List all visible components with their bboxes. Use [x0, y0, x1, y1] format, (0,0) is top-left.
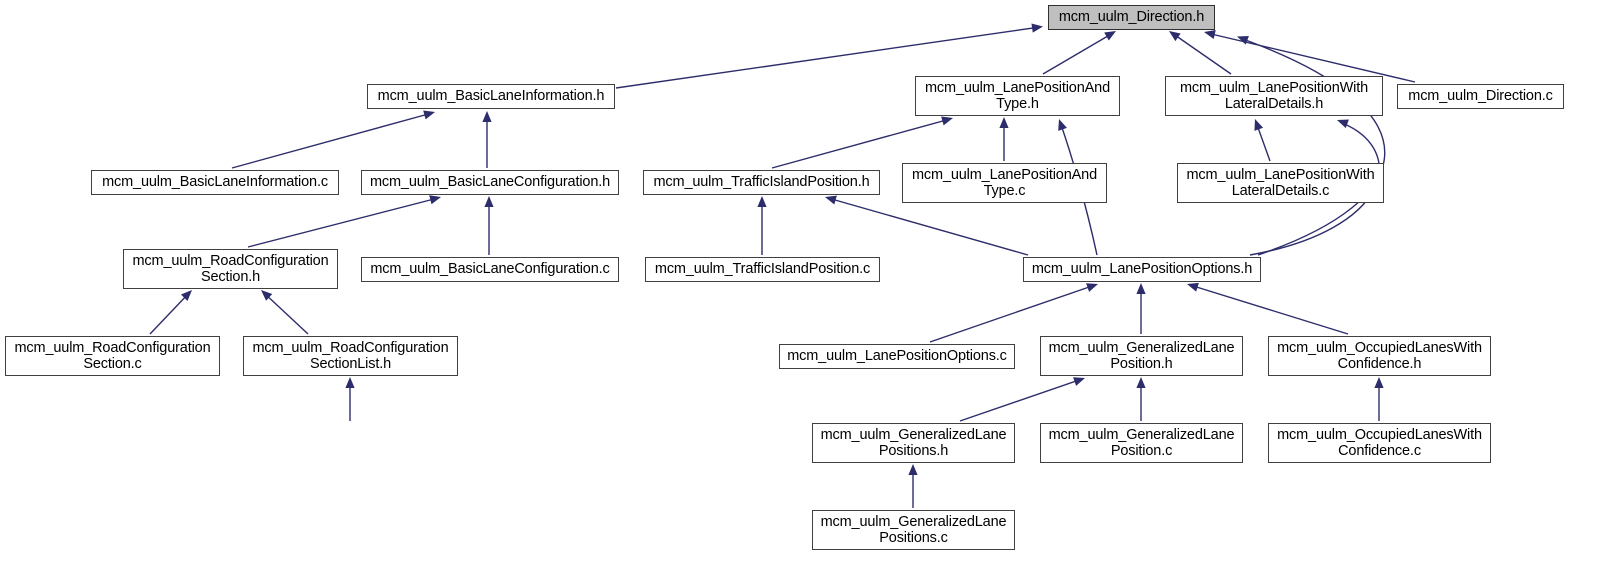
arrowhead-basiclaneconf_c-to-basiclaneconf_h	[484, 196, 494, 207]
node-direction_c[interactable]: mcm_uulm_Direction.c	[1397, 84, 1564, 109]
edge-laneposopts_c-to-laneposopts_h	[929, 284, 1096, 343]
node-genlaneposs_c[interactable]: mcm_uulm_GeneralizedLane Positions.c	[812, 510, 1015, 550]
arrowhead-laneposopts_h-to-direction_h	[1237, 35, 1249, 45]
arrowhead-genlaneposs_c-to-genlaneposs_h	[908, 464, 918, 475]
node-label-roadconfsec_c: mcm_uulm_RoadConfiguration Section.c	[14, 339, 211, 372]
node-label-direction_c: mcm_uulm_Direction.c	[1408, 88, 1553, 105]
edge-roadconfsec_h-to-basiclaneconf_h	[247, 197, 439, 248]
node-laneposlat_h[interactable]: mcm_uulm_LanePositionWith LateralDetails…	[1165, 76, 1383, 116]
node-label-lanepostype_h: mcm_uulm_LanePositionAnd Type.h	[924, 79, 1110, 112]
node-roadconfseclist_h[interactable]: mcm_uulm_RoadConfiguration SectionList.h	[243, 336, 458, 376]
node-label-genlaneposs_h: mcm_uulm_GeneralizedLane Positions.h	[820, 426, 1007, 459]
arrowhead-genlanepos_c-to-genlanepos_h	[1136, 377, 1146, 388]
node-label-trafficisland_c: mcm_uulm_TrafficIslandPosition.c	[654, 261, 871, 278]
node-genlanepos_h[interactable]: mcm_uulm_GeneralizedLane Position.h	[1040, 336, 1243, 376]
arrowhead-laneposopts_h-to-laneposlat_h	[1337, 119, 1349, 129]
arrowhead-laneposopts_h-to-lanepostype_h	[1058, 119, 1067, 131]
node-laneposopts_c[interactable]: mcm_uulm_LanePositionOptions.c	[779, 344, 1015, 369]
edge-genlaneposs_h-to-genlanepos_h	[959, 378, 1083, 422]
node-label-laneposlat_c: mcm_uulm_LanePositionWith LateralDetails…	[1186, 166, 1375, 199]
arrowhead-basiclaneinfo_h-to-direction_h	[1031, 23, 1043, 33]
node-label-basiclaneconf_h: mcm_uulm_BasicLaneConfiguration.h	[369, 174, 611, 191]
node-genlanepos_c[interactable]: mcm_uulm_GeneralizedLane Position.c	[1040, 423, 1243, 463]
arrowhead-roadconfseclist_c-to-roadconfseclist_h	[345, 377, 355, 388]
node-roadconfsec_c[interactable]: mcm_uulm_RoadConfiguration Section.c	[5, 336, 220, 376]
node-roadconfsec_h[interactable]: mcm_uulm_RoadConfiguration Section.h	[123, 249, 338, 289]
arrowhead-basiclaneconf_h-to-basiclaneinfo_h	[482, 111, 492, 122]
edge-roadconfseclist_h-to-roadconfsec_h	[262, 291, 309, 335]
node-label-occupiedlanes_h: mcm_uulm_OccupiedLanesWith Confidence.h	[1277, 339, 1482, 372]
node-label-genlanepos_h: mcm_uulm_GeneralizedLane Position.h	[1048, 339, 1235, 372]
node-basiclaneinfo_c[interactable]: mcm_uulm_BasicLaneInformation.c	[91, 170, 339, 195]
node-label-basiclaneinfo_c: mcm_uulm_BasicLaneInformation.c	[102, 174, 328, 191]
node-label-trafficisland_h: mcm_uulm_TrafficIslandPosition.h	[653, 174, 870, 191]
node-basiclaneconf_h[interactable]: mcm_uulm_BasicLaneConfiguration.h	[361, 170, 619, 195]
node-direction_h[interactable]: mcm_uulm_Direction.h	[1048, 5, 1215, 30]
arrowhead-genlanepos_h-to-laneposopts_h	[1136, 283, 1146, 294]
node-occupiedlanes_c[interactable]: mcm_uulm_OccupiedLanesWith Confidence.c	[1268, 423, 1491, 463]
edge-laneposopts_h-to-direction_h	[1239, 37, 1386, 256]
arrowhead-laneposlat_c-to-laneposlat_h	[1254, 119, 1264, 131]
node-occupiedlanes_h[interactable]: mcm_uulm_OccupiedLanesWith Confidence.h	[1268, 336, 1491, 376]
edge-laneposlat_h-to-direction_h	[1171, 32, 1232, 75]
node-trafficisland_c[interactable]: mcm_uulm_TrafficIslandPosition.c	[645, 257, 880, 282]
node-laneposlat_c[interactable]: mcm_uulm_LanePositionWith LateralDetails…	[1177, 163, 1384, 203]
edge-roadconfsec_c-to-roadconfsec_h	[149, 291, 191, 335]
edge-laneposlat_c-to-laneposlat_h	[1255, 121, 1271, 162]
node-label-genlanepos_c: mcm_uulm_GeneralizedLane Position.c	[1048, 426, 1235, 459]
node-trafficisland_h[interactable]: mcm_uulm_TrafficIslandPosition.h	[643, 170, 880, 195]
arrowhead-basiclaneinfo_c-to-basiclaneinfo_h	[423, 110, 435, 120]
node-label-laneposopts_c: mcm_uulm_LanePositionOptions.c	[787, 348, 1007, 365]
edge-occupiedlanes_h-to-laneposopts_h	[1189, 284, 1349, 335]
node-lanepostype_h[interactable]: mcm_uulm_LanePositionAnd Type.h	[915, 76, 1120, 116]
node-basiclaneinfo_h[interactable]: mcm_uulm_BasicLaneInformation.h	[367, 84, 615, 109]
node-label-basiclaneconf_c: mcm_uulm_BasicLaneConfiguration.c	[370, 261, 610, 278]
node-label-direction_h: mcm_uulm_Direction.h	[1058, 9, 1205, 26]
node-basiclaneconf_c[interactable]: mcm_uulm_BasicLaneConfiguration.c	[361, 257, 619, 282]
node-genlaneposs_h[interactable]: mcm_uulm_GeneralizedLane Positions.h	[812, 423, 1015, 463]
node-label-lanepostype_c: mcm_uulm_LanePositionAnd Type.c	[911, 166, 1097, 199]
arrowhead-lanepostype_c-to-lanepostype_h	[999, 117, 1009, 128]
node-laneposopts_h[interactable]: mcm_uulm_LanePositionOptions.h	[1023, 257, 1261, 282]
edge-lanepostype_h-to-direction_h	[1042, 32, 1114, 75]
node-label-roadconfseclist_h: mcm_uulm_RoadConfiguration SectionList.h	[252, 339, 449, 372]
node-label-laneposopts_h: mcm_uulm_LanePositionOptions.h	[1031, 261, 1253, 278]
edge-trafficisland_h-to-lanepostype_h	[771, 118, 951, 169]
node-label-roadconfsec_h: mcm_uulm_RoadConfiguration Section.h	[132, 252, 329, 285]
edge-basiclaneinfo_c-to-basiclaneinfo_h	[231, 112, 433, 169]
arrowhead-occupiedlanes_c-to-occupiedlanes_h	[1374, 377, 1384, 388]
node-label-basiclaneinfo_h: mcm_uulm_BasicLaneInformation.h	[377, 88, 605, 105]
edge-laneposopts_h-to-trafficisland_h	[827, 197, 1029, 256]
node-label-genlaneposs_c: mcm_uulm_GeneralizedLane Positions.c	[820, 513, 1007, 546]
node-label-occupiedlanes_c: mcm_uulm_OccupiedLanesWith Confidence.c	[1277, 426, 1482, 459]
node-lanepostype_c[interactable]: mcm_uulm_LanePositionAnd Type.c	[902, 163, 1107, 203]
node-label-laneposlat_h: mcm_uulm_LanePositionWith LateralDetails…	[1179, 79, 1369, 112]
arrowhead-trafficisland_c-to-trafficisland_h	[757, 196, 767, 207]
edge-direction_c-to-direction_h	[1206, 32, 1416, 83]
